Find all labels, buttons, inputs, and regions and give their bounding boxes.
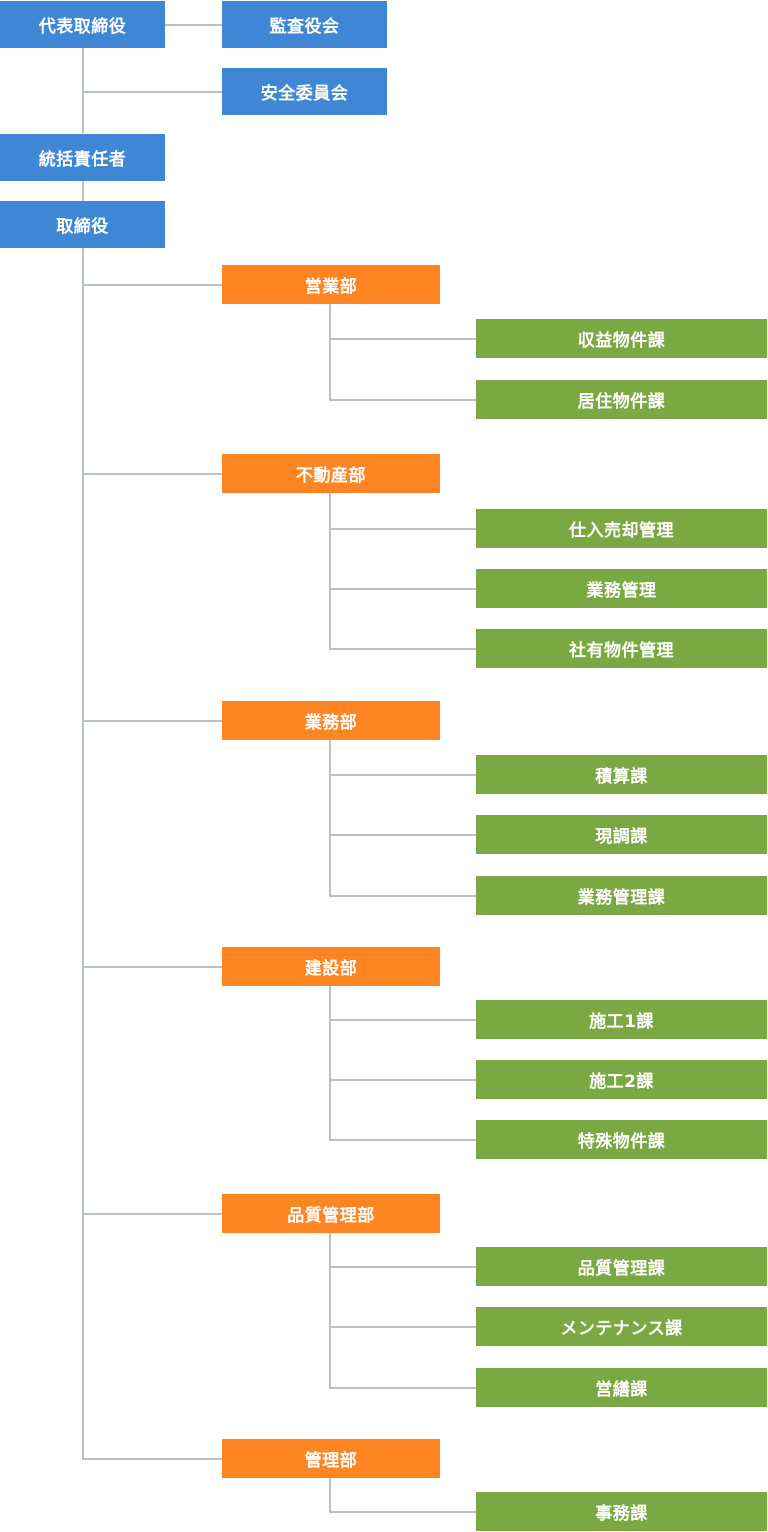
section-box: 仕入売却管理 — [476, 509, 767, 548]
section-box: 施工2課 — [476, 1060, 767, 1099]
department-to-section-line — [329, 773, 476, 776]
supervisor-box: 統括責任者 — [0, 134, 165, 181]
department-to-section-line — [329, 587, 476, 590]
department-box: 営業部 — [222, 265, 440, 304]
department-to-section-line — [329, 894, 476, 897]
director-to-department-line — [82, 1212, 222, 1215]
department-to-section-line — [329, 1325, 476, 1328]
department-to-section-line — [329, 1018, 476, 1021]
section-box: 社有物件管理 — [476, 629, 767, 668]
section-box: 居住物件課 — [476, 380, 767, 419]
department-box: 品質管理部 — [222, 1194, 440, 1233]
section-box: メンテナンス課 — [476, 1307, 767, 1346]
department-to-section-line — [329, 1386, 476, 1389]
department-to-section-line — [329, 398, 476, 401]
director-to-department-line — [82, 965, 222, 968]
department-to-section-line — [329, 647, 476, 650]
section-box: 特殊物件課 — [476, 1120, 767, 1159]
ceo-trunk-line — [82, 48, 84, 133]
department-to-section-line — [329, 527, 476, 530]
department-box: 業務部 — [222, 701, 440, 740]
director-to-department-line — [82, 719, 222, 722]
section-box: 事務課 — [476, 1492, 767, 1531]
director-box: 取締役 — [0, 201, 165, 248]
director-trunk-line — [82, 248, 84, 1459]
section-box: 施工1課 — [476, 1000, 767, 1039]
section-box: 収益物件課 — [476, 319, 767, 358]
ceo-box: 代表取締役 — [0, 1, 165, 48]
director-to-department-line — [82, 472, 222, 475]
department-to-section-line — [329, 1138, 476, 1141]
section-box: 業務管理課 — [476, 876, 767, 915]
department-box: 建設部 — [222, 947, 440, 986]
department-trunk-line — [329, 304, 331, 401]
section-box: 現調課 — [476, 815, 767, 854]
department-to-section-line — [329, 1510, 476, 1513]
department-box: 不動産部 — [222, 454, 440, 493]
section-box: 業務管理 — [476, 569, 767, 608]
ceo-to-audit-line — [165, 24, 222, 26]
department-trunk-line — [329, 740, 331, 897]
section-box: 積算課 — [476, 755, 767, 794]
safety-committee-box: 安全委員会 — [222, 68, 387, 115]
section-box: 営繕課 — [476, 1368, 767, 1407]
supervisor-to-director-line — [82, 181, 84, 201]
department-trunk-line — [329, 493, 331, 650]
ceo-to-safety-line — [82, 91, 222, 93]
department-to-section-line — [329, 1265, 476, 1268]
audit-board-box: 監査役会 — [222, 1, 387, 48]
department-trunk-line — [329, 986, 331, 1141]
department-box: 管理部 — [222, 1439, 440, 1478]
department-trunk-line — [329, 1478, 331, 1513]
department-to-section-line — [329, 337, 476, 340]
department-trunk-line — [329, 1233, 331, 1389]
director-to-department-line — [82, 283, 222, 286]
section-box: 品質管理課 — [476, 1247, 767, 1286]
department-to-section-line — [329, 1078, 476, 1081]
director-to-department-line — [82, 1457, 222, 1460]
department-to-section-line — [329, 833, 476, 836]
